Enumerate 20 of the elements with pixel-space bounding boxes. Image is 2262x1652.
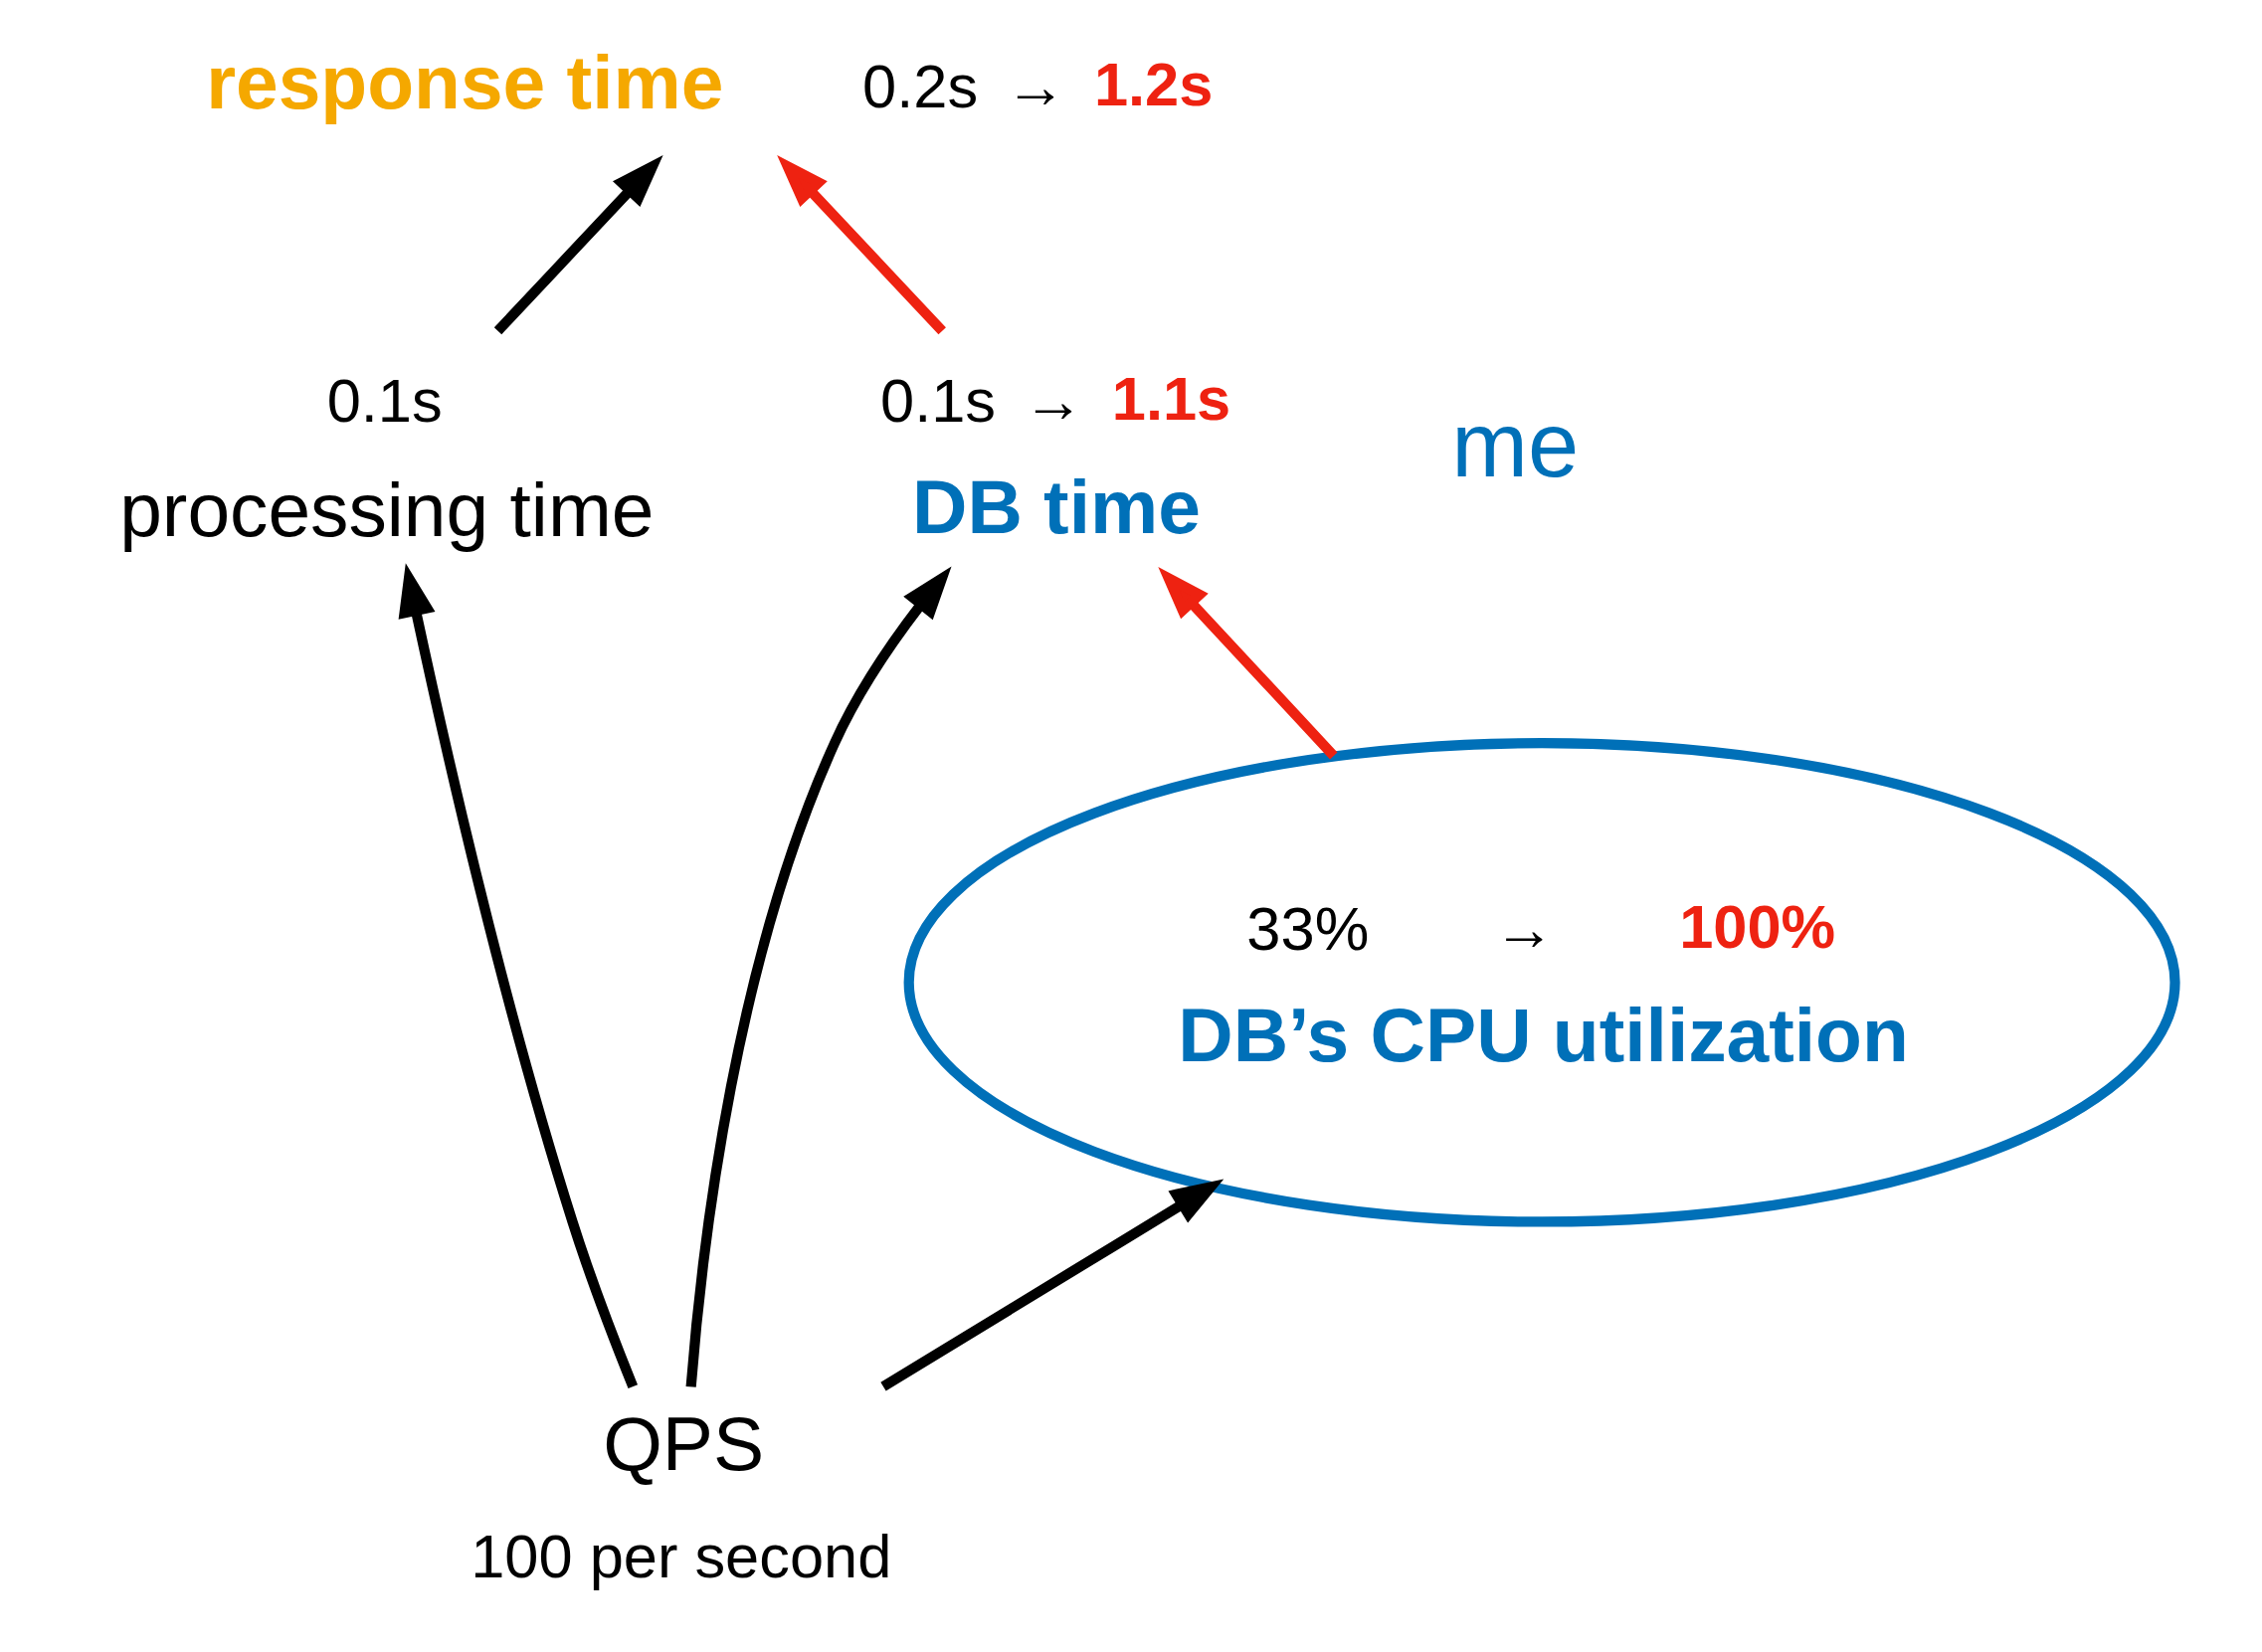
node-label: 1.2s bbox=[1093, 49, 1213, 118]
label: me bbox=[1450, 394, 1579, 497]
arrow bbox=[1157, 567, 1338, 760]
node-label: 100 per second bbox=[470, 1521, 891, 1590]
node-text: response time bbox=[205, 40, 723, 125]
node-ellipse: 33% → 100% DB’s CPU utilization bbox=[903, 738, 2180, 1227]
node-label: 0.1s bbox=[326, 366, 443, 436]
arrow bbox=[776, 154, 946, 335]
node-label: → bbox=[1022, 366, 1084, 436]
node-label: 1.1s bbox=[1111, 363, 1230, 433]
node-text: DB time bbox=[911, 464, 1201, 550]
node-label: 0.1s bbox=[879, 366, 996, 436]
arrow bbox=[685, 566, 952, 1387]
arrow bbox=[879, 1179, 1224, 1391]
node-label: → bbox=[1004, 52, 1066, 121]
node-text: QPS bbox=[602, 1400, 764, 1486]
arrow bbox=[493, 154, 663, 335]
node-text: processing time bbox=[118, 466, 654, 552]
node-label: 0.2s bbox=[861, 52, 978, 121]
arrow bbox=[398, 563, 638, 1389]
